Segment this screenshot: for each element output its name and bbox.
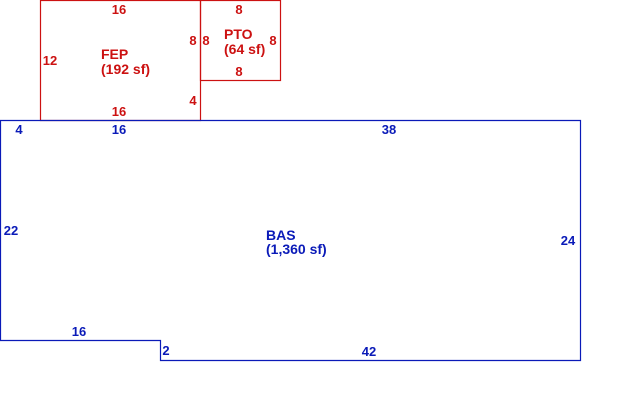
bas-dim-top-left: 4 [15, 122, 23, 137]
pto-area: 8 8 8 8 PTO (64 sf) [199, 0, 282, 82]
fep-dim-left: 12 [43, 53, 57, 68]
pto-dim-left: 8 [202, 33, 209, 48]
fep-code-label: FEP [101, 46, 128, 62]
fep-area-label: (192 sf) [101, 61, 150, 77]
bas-code-label: BAS [266, 227, 296, 243]
fep-dim-right-lower: 4 [189, 93, 197, 108]
bas-dim-top-right: 38 [382, 122, 396, 137]
fep-dim-top: 16 [112, 2, 126, 17]
bas-area: 4 16 38 22 24 16 2 42 BAS (1,360 sf) [0, 119, 582, 362]
bas-dim-bottom-left: 16 [72, 324, 86, 339]
pto-code-label: PTO [224, 26, 253, 42]
bas-dim-top-mid: 16 [112, 122, 126, 137]
bas-dim-bottom-right: 42 [362, 344, 376, 359]
pto-outline [199, 0, 282, 82]
bas-dim-step: 2 [162, 343, 169, 358]
pto-area-label: (64 sf) [224, 41, 265, 57]
pto-dim-bottom: 8 [235, 64, 242, 79]
pto-dim-right: 8 [269, 33, 276, 48]
bas-area-label: (1,360 sf) [266, 241, 327, 257]
bas-outline [0, 119, 582, 362]
fep-dim-bottom: 16 [112, 104, 126, 119]
fep-dim-right-upper: 8 [189, 33, 196, 48]
pto-dim-top: 8 [235, 2, 242, 17]
bas-dim-left: 22 [4, 223, 18, 238]
fep-area: 16 12 8 4 16 FEP (192 sf) [39, 0, 202, 122]
bas-dim-right: 24 [561, 233, 576, 248]
